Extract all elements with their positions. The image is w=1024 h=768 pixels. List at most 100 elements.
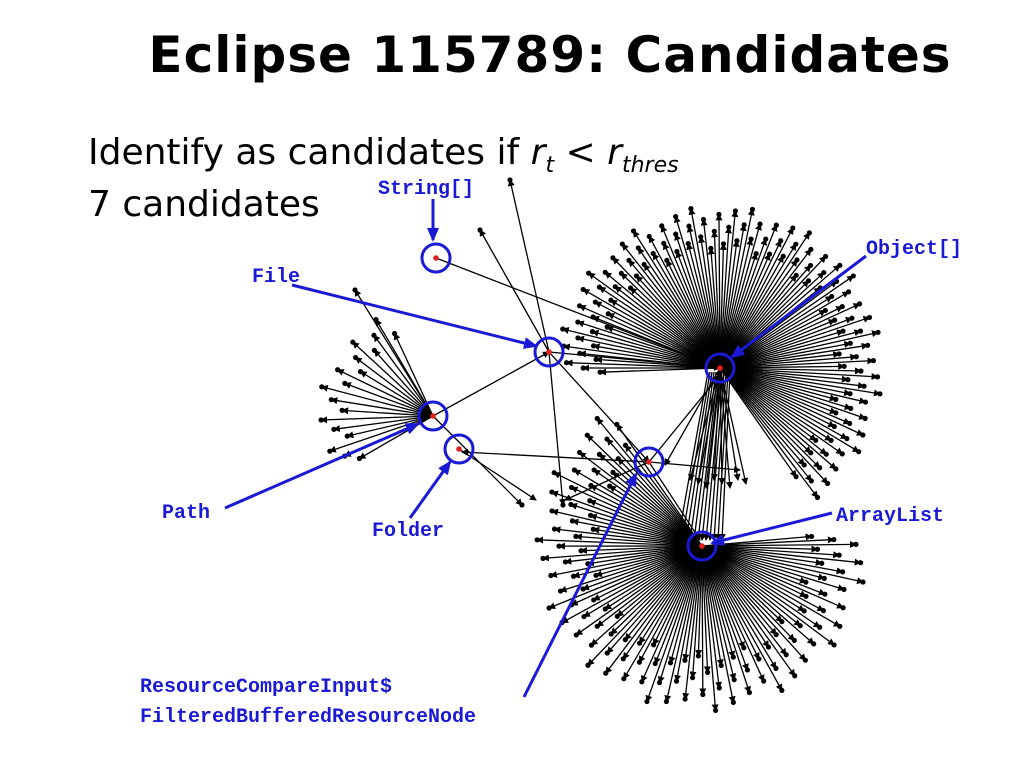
object-fan-edge bbox=[719, 224, 778, 369]
object-fan-edge bbox=[719, 351, 841, 369]
arraylist-fan-edge bbox=[701, 545, 844, 575]
object-fan-edge bbox=[637, 247, 721, 369]
arraylist-fan-leaf-node bbox=[831, 642, 837, 648]
object-fan-leaf-node bbox=[814, 494, 821, 500]
object-fan-edge bbox=[562, 343, 721, 369]
object-fan-leaf-node bbox=[847, 340, 853, 346]
path-candidate-ring bbox=[417, 400, 449, 432]
arraylist-fan-edge bbox=[622, 545, 703, 660]
object-fan-leaf-node bbox=[860, 432, 866, 438]
path-node bbox=[430, 413, 436, 419]
arraylist-fan-leaf-node bbox=[549, 508, 555, 514]
path-fan-edge bbox=[343, 382, 434, 417]
object-fan-edge bbox=[719, 227, 794, 369]
object-fan-edge bbox=[719, 316, 871, 369]
arraylist-fan-edge bbox=[541, 545, 703, 562]
object-fan-leaf-node bbox=[793, 241, 799, 247]
arraylist-fan-edge bbox=[570, 545, 703, 606]
object-arr-label: Object[] bbox=[866, 238, 962, 261]
arraylist-fan-edge bbox=[682, 545, 703, 701]
object-fan-leaf-node bbox=[829, 293, 835, 300]
path-fan-edge bbox=[320, 384, 434, 417]
arraylist-fan-leaf-node bbox=[584, 432, 590, 438]
object-fan-leaf-node bbox=[659, 223, 665, 229]
object-fan-edge bbox=[719, 367, 805, 466]
arraylist-fan-leaf-node bbox=[540, 555, 546, 561]
path-fan-edge bbox=[328, 415, 434, 453]
arraylist-fan-edge bbox=[596, 545, 703, 627]
arraylist-fan-leaf-node bbox=[682, 657, 688, 663]
arraylist-fan-leaf-node bbox=[568, 501, 574, 508]
arraylist-fan-edge bbox=[593, 469, 703, 547]
arraylist-fan-edge bbox=[645, 545, 703, 703]
path-fan-edge bbox=[373, 334, 434, 417]
arraylist-fan-leaf-node bbox=[841, 586, 847, 593]
hub-bundle-edge bbox=[687, 371, 715, 541]
arraylist-fan-leaf-node bbox=[853, 541, 859, 547]
object-fan-edge bbox=[719, 367, 837, 414]
object-fan-edge bbox=[598, 286, 721, 369]
arraylist-fan-edge bbox=[701, 545, 826, 596]
hub-bundle-edge bbox=[695, 367, 721, 485]
hub-bundle-edge bbox=[703, 367, 721, 489]
arraylist-fan-leaf-node bbox=[608, 631, 614, 637]
object-fan-edge bbox=[719, 353, 858, 369]
object-fan-edge bbox=[719, 329, 844, 369]
arraylist-fan-leaf-node bbox=[779, 687, 785, 693]
object-fan-edge bbox=[599, 367, 721, 376]
arraylist-fan-edge bbox=[572, 545, 703, 579]
arraylist-fan-leaf-node bbox=[718, 662, 724, 669]
arraylist-fan-leaf-node bbox=[712, 707, 719, 714]
arraylist-fan-edge bbox=[701, 545, 825, 612]
object-fan-leaf-node bbox=[580, 365, 586, 371]
graph-edges bbox=[320, 179, 881, 712]
arraylist-fan-edge bbox=[571, 518, 703, 547]
object-fan-edge bbox=[587, 272, 721, 369]
object-fan-leaf-node bbox=[749, 206, 756, 212]
path-fan-leaf-node bbox=[391, 330, 398, 337]
arraylist-fan-edge bbox=[586, 434, 703, 547]
object-fan-leaf-node bbox=[626, 257, 632, 263]
path-fan-leaf-node bbox=[371, 347, 377, 353]
object-fan-edge bbox=[591, 329, 721, 369]
arraylist-fan-edge bbox=[536, 536, 703, 547]
object-fan-leaf-node bbox=[590, 314, 596, 320]
path-fan-leaf-node bbox=[352, 354, 359, 361]
arraylist-fan-leaf-node bbox=[803, 593, 809, 599]
folder-candidate-ring bbox=[443, 433, 475, 465]
arraylist-fan-edge bbox=[701, 545, 819, 553]
arraylist-fan-leaf-node bbox=[571, 467, 578, 473]
path-fan-leaf-node bbox=[356, 455, 362, 462]
object-fan-edge bbox=[719, 367, 852, 396]
object-fan-edge bbox=[688, 207, 721, 369]
object-fan-edge bbox=[719, 367, 862, 375]
object-fan-edge bbox=[719, 342, 869, 369]
arraylist-fan-leaf-node bbox=[570, 573, 577, 579]
arraylist-fan-edge bbox=[606, 438, 703, 547]
file-callout-arrow bbox=[291, 283, 538, 349]
hub-bundle-edge bbox=[703, 371, 723, 541]
arraylist-fan-leaf-node bbox=[716, 685, 722, 691]
object-fan-leaf-node bbox=[857, 328, 864, 334]
arraylist-fan-edge bbox=[582, 545, 703, 591]
arraylist-fan-edge bbox=[682, 545, 703, 662]
arraylist-fan-edge bbox=[701, 545, 765, 682]
arraylist-fan-leaf-node bbox=[585, 662, 591, 668]
resource-node bbox=[646, 459, 652, 465]
arraylist-fan-leaf-node bbox=[803, 579, 809, 585]
arraylist-fan-leaf-node bbox=[636, 659, 643, 665]
object-fan-edge bbox=[629, 287, 721, 369]
object-fan-leaf-node bbox=[597, 369, 603, 375]
object-fan-leaf-node bbox=[688, 206, 694, 212]
arraylist-fan-edge bbox=[701, 545, 845, 609]
object-fan-edge bbox=[707, 247, 721, 369]
arraylist-fan-leaf-node bbox=[587, 498, 593, 504]
arraylist-fan-edge bbox=[559, 545, 703, 593]
object-fan-leaf-node bbox=[801, 462, 807, 468]
object-fan-leaf-node bbox=[832, 317, 838, 323]
object-fan-edge bbox=[620, 272, 721, 369]
object-fan-leaf-node bbox=[833, 396, 839, 402]
object-fan-leaf-node bbox=[822, 253, 829, 260]
object-fan-edge bbox=[604, 271, 721, 369]
object-fan-edge bbox=[719, 367, 836, 428]
